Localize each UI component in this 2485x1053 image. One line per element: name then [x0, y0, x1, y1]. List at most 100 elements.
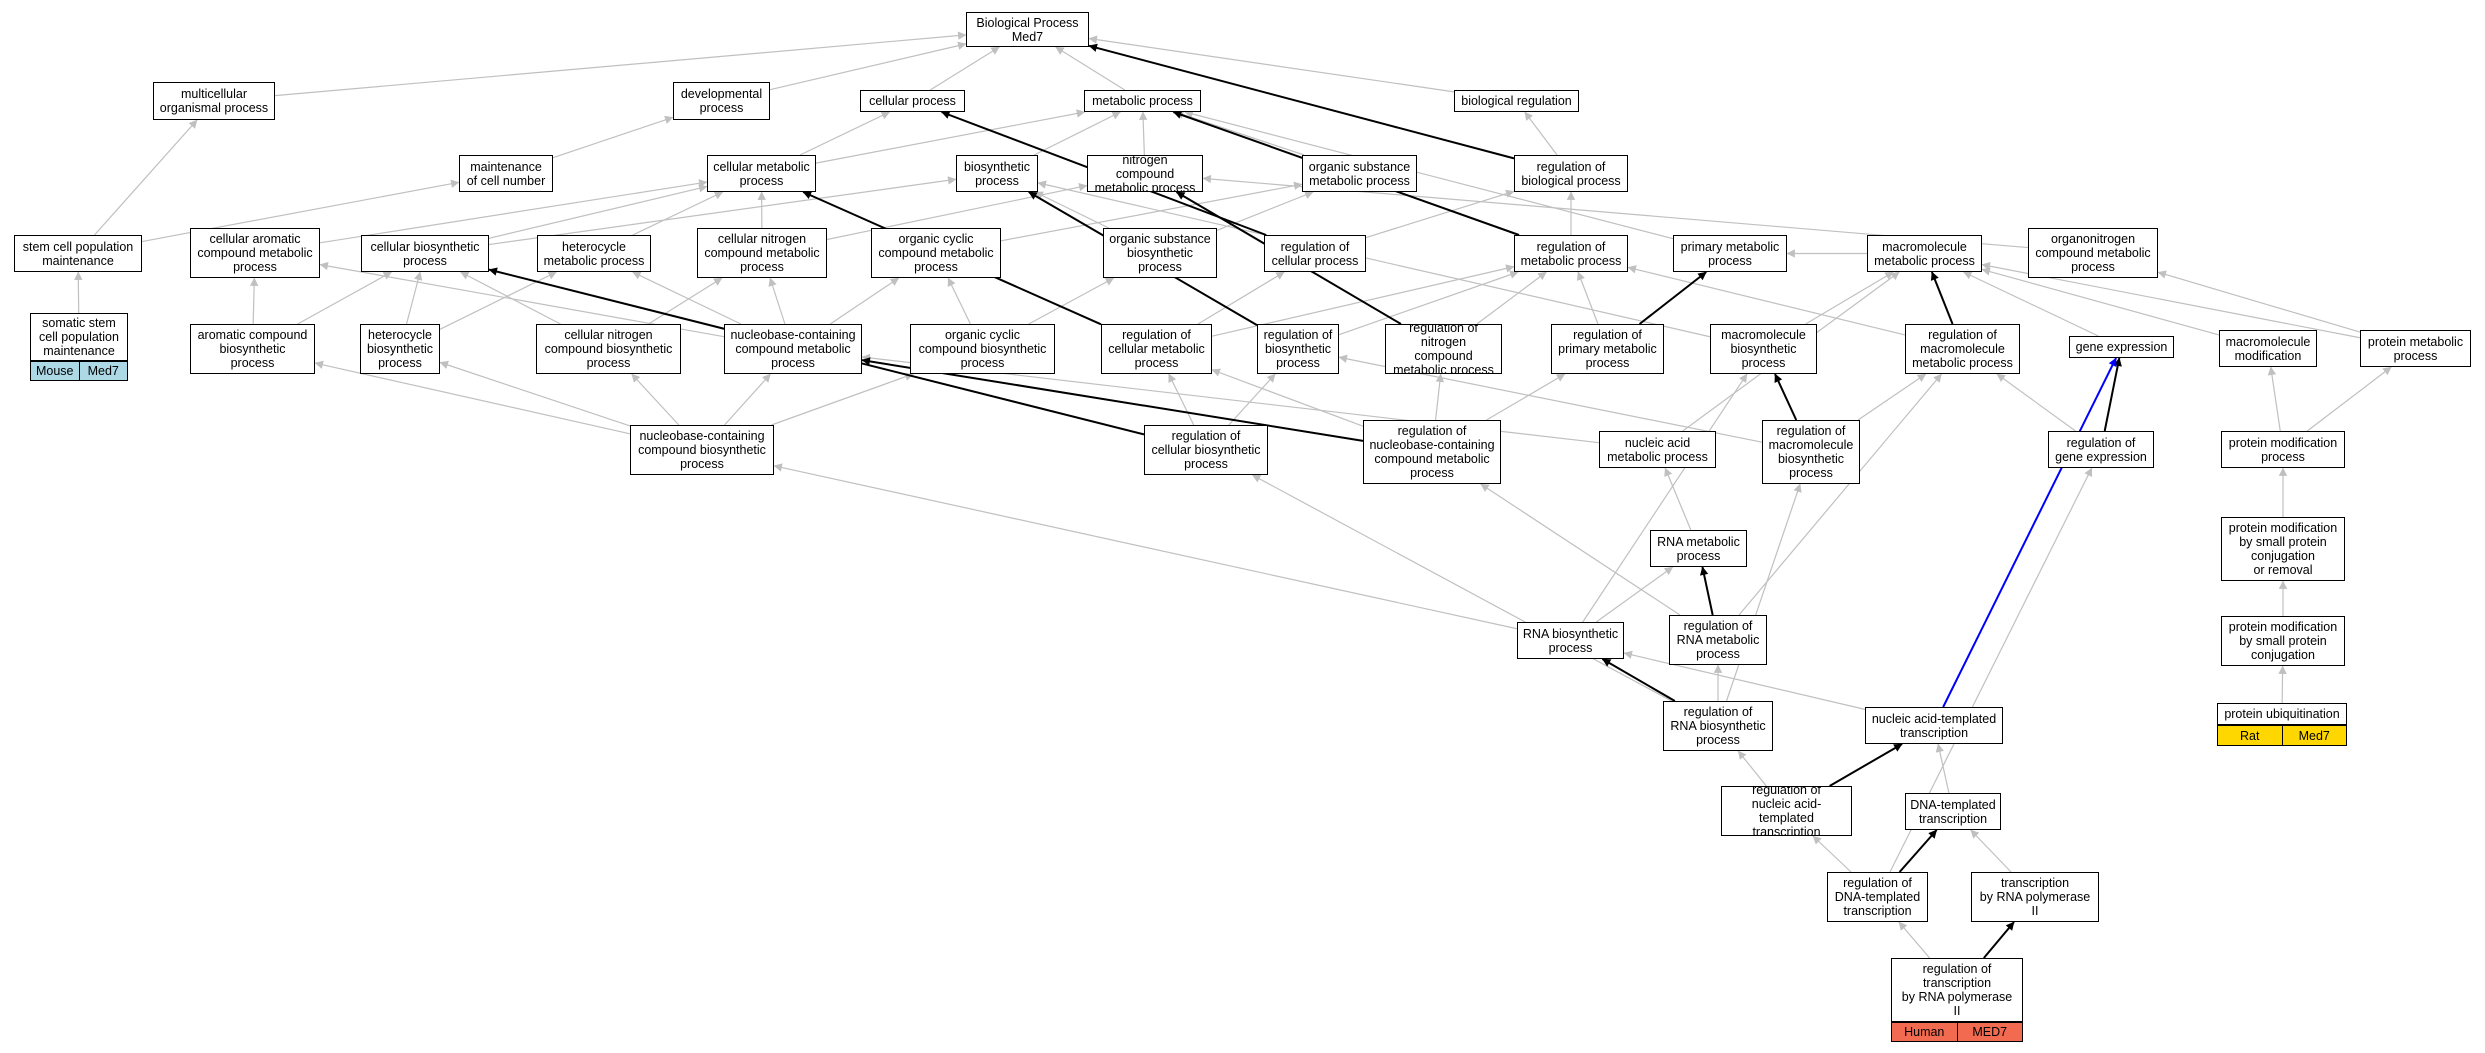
node-maintenance-cell-number[interactable]: maintenance of cell number	[459, 155, 553, 192]
node-heterocycle-bio[interactable]: heterocycle biosynthetic process	[360, 324, 440, 374]
edge-stem-cell-to-multicellular	[94, 119, 198, 236]
node-protein-mod-small-removal[interactable]: protein modification by small protein co…	[2221, 517, 2345, 581]
edge-reg-rna-bio-to-reg-macromolecule-bio	[1725, 483, 1802, 702]
node-organic-substance[interactable]: organic substance metabolic process	[1302, 155, 1417, 192]
node-cellular-biosynthetic[interactable]: cellular biosynthetic process	[361, 235, 489, 272]
node-reg-metabolic[interactable]: regulation of metabolic process	[1514, 235, 1628, 272]
node-macromolecule-mod[interactable]: macromolecule modification	[2219, 330, 2317, 367]
edge-nucleobase-metabolic-to-heterocycle-metabolic	[632, 271, 742, 325]
edge-reg-rna-bio-to-rna-bio	[1601, 658, 1676, 702]
node-reg-cellular-metabolic[interactable]: regulation of cellular metabolic process	[1101, 324, 1212, 374]
edge-cellular-metabolic-to-cellular-process	[799, 111, 891, 156]
node-nitrogen-compound[interactable]: nitrogen compound metabolic process	[1087, 155, 1203, 192]
edge-nucleobase-metabolic-to-cellular-nitrogen	[768, 277, 786, 325]
node-reg-gene-expression[interactable]: regulation of gene expression	[2048, 431, 2154, 468]
node-nucleic-transcription[interactable]: nucleic acid-templated transcription	[1865, 707, 2003, 744]
node-dna-transcription[interactable]: DNA-templated transcription	[1905, 793, 2001, 830]
species-organism-mouse: Mouse	[35, 364, 74, 378]
node-protein-ubiquitination[interactable]: protein ubiquitination	[2217, 703, 2347, 725]
species-organism-human: Human	[1904, 1025, 1945, 1039]
edge-reg-rna-metabolic-to-reg-macromolecule-metabolic	[1738, 373, 1942, 616]
node-reg-nucleic-transcription[interactable]: regulation of nucleic acid-templated tra…	[1721, 786, 1852, 836]
node-reg-biological[interactable]: regulation of biological process	[1514, 155, 1628, 192]
node-cellular-metabolic[interactable]: cellular metabolic process	[707, 155, 816, 192]
node-cellular-nitrogen-bio[interactable]: cellular nitrogen compound biosynthetic …	[536, 324, 681, 374]
node-metabolic-process[interactable]: metabolic process	[1084, 90, 1201, 112]
node-nucleic-acid-metabolic[interactable]: nucleic acid metabolic process	[1599, 431, 1716, 468]
edge-multicellular-to-root	[274, 31, 967, 97]
node-reg-rna-bio[interactable]: regulation of RNA biosynthetic process	[1663, 701, 1773, 751]
edge-cellular-metabolic-to-metabolic-process	[815, 109, 1086, 164]
edge-heterocycle-bio-to-cellular-biosynthetic	[405, 271, 423, 325]
node-organic-cyclic-bio[interactable]: organic cyclic compound biosynthetic pro…	[910, 324, 1055, 374]
node-primary-metabolic[interactable]: primary metabolic process	[1673, 235, 1787, 272]
edge-cellular-aromatic-to-cellular-metabolic	[319, 179, 708, 244]
node-heterocycle-metabolic[interactable]: heterocycle metabolic process	[537, 235, 651, 272]
node-reg-macromolecule-bio[interactable]: regulation of macromolecule biosynthetic…	[1762, 420, 1860, 484]
node-reg-nucleobase[interactable]: regulation of nucleobase-containing comp…	[1363, 420, 1501, 484]
node-multicellular[interactable]: multicellular organismal process	[153, 82, 275, 120]
node-organonitrogen[interactable]: organonitrogen compound metabolic proces…	[2028, 228, 2158, 278]
node-rna-bio[interactable]: RNA biosynthetic process	[1517, 622, 1624, 659]
node-reg-transcription-pol2[interactable]: regulation of transcription by RNA polym…	[1891, 958, 2023, 1022]
node-protein-mod-small[interactable]: protein modification by small protein co…	[2221, 616, 2345, 666]
node-reg-primary[interactable]: regulation of primary metabolic process	[1551, 324, 1664, 374]
node-reg-nitrogen[interactable]: regulation of nitrogen compound metaboli…	[1385, 324, 1502, 374]
node-transcription-pol2[interactable]: transcription by RNA polymerase II	[1971, 872, 2099, 922]
node-reg-macromolecule-metabolic[interactable]: regulation of macromolecule metabolic pr…	[1905, 324, 2020, 374]
edge-nucleobase-bio-to-cellular-nitrogen-bio	[631, 373, 680, 426]
edge-developmental-to-root	[769, 41, 967, 91]
node-reg-rna-metabolic[interactable]: regulation of RNA metabolic process	[1669, 615, 1767, 665]
node-protein-mod[interactable]: protein modification process	[2221, 431, 2345, 468]
species-gene-rat: Med7	[2281, 726, 2347, 745]
edge-nucleic-transcription-to-rna-bio	[1623, 650, 1866, 710]
node-stem-cell[interactable]: stem cell population maintenance	[14, 235, 142, 272]
edge-reg-dna-transcription-to-dna-transcription	[1898, 829, 1938, 873]
edge-reg-nucleobase-to-reg-primary	[1486, 373, 1566, 421]
edge-macromolecule-bio-to-biosynthetic	[1037, 180, 1711, 338]
edge-gene-expression-to-macromolecule-metabolic	[1963, 271, 2099, 337]
edge-transcription-pol2-to-dna-transcription	[1970, 829, 2012, 873]
edge-nucleobase-metabolic-to-organic-cyclic	[829, 277, 900, 325]
node-protein-metabolic[interactable]: protein metabolic process	[2360, 330, 2471, 367]
node-gene-expression[interactable]: gene expression	[2069, 336, 2174, 358]
node-reg-cellular-bio[interactable]: regulation of cellular biosynthetic proc…	[1144, 425, 1268, 475]
node-rna-metabolic[interactable]: RNA metabolic process	[1650, 530, 1747, 567]
node-reg-biosynthetic[interactable]: regulation of biosynthetic process	[1257, 324, 1339, 374]
species-organism-rat: Rat	[2240, 728, 2260, 743]
node-somatic[interactable]: somatic stem cell population maintenance	[30, 313, 128, 361]
edge-cellular-nitrogen-bio-to-cellular-nitrogen	[648, 277, 723, 325]
edge-protein-metabolic-to-organonitrogen	[2157, 270, 2361, 333]
node-developmental[interactable]: developmental process	[673, 82, 770, 120]
edge-nucleobase-bio-to-nucleobase-metabolic	[724, 373, 771, 426]
edge-nucleobase-bio-to-organic-cyclic-bio	[771, 372, 914, 426]
node-cellular-process[interactable]: cellular process	[860, 90, 965, 112]
node-nucleobase-metabolic[interactable]: nucleobase-containing compound metabolic…	[724, 324, 862, 374]
edge-reg-transcription-pol2-to-transcription-pol2	[1983, 921, 2015, 959]
node-reg-cellular[interactable]: regulation of cellular process	[1264, 235, 1366, 272]
edge-reg-macromolecule-bio-to-reg-macromolecule-metabolic	[1857, 373, 1927, 421]
edge-protein-mod-to-macromolecule-mod	[2267, 366, 2281, 432]
edge-organic-cyclic-bio-to-organic-substance-bio	[1028, 277, 1115, 325]
edge-reg-nucleic-transcription-to-reg-rna-bio	[1737, 750, 1767, 787]
node-cellular-nitrogen[interactable]: cellular nitrogen compound metabolic pro…	[697, 228, 827, 278]
edge-nucleobase-bio-to-aromatic-bio	[314, 360, 631, 435]
node-nucleobase-bio[interactable]: nucleobase-containing compound biosynthe…	[630, 425, 774, 475]
node-root[interactable]: Biological Process Med7	[966, 12, 1089, 47]
node-reg-dna-transcription[interactable]: regulation of DNA-templated transcriptio…	[1827, 872, 1928, 922]
node-aromatic-bio[interactable]: aromatic compound biosynthetic process	[190, 324, 315, 374]
species-gene-mouse: Med7	[78, 362, 128, 380]
node-biosynthetic[interactable]: biosynthetic process	[956, 155, 1038, 192]
node-organic-cyclic[interactable]: organic cyclic compound metabolic proces…	[871, 228, 1001, 278]
node-macromolecule-metabolic[interactable]: macromolecule metabolic process	[1867, 235, 1982, 272]
edge-macromolecule-mod-to-macromolecule-metabolic	[1981, 267, 2220, 336]
species-row-rat: Rat Med7	[2217, 725, 2347, 746]
edge-reg-nucleic-transcription-to-nucleic-transcription	[1829, 743, 1903, 787]
node-cellular-aromatic[interactable]: cellular aromatic compound metabolic pro…	[190, 228, 320, 278]
node-biological-regulation[interactable]: biological regulation	[1454, 90, 1579, 112]
edge-reg-rna-bio-to-reg-cellular-bio	[1251, 474, 1672, 702]
node-organic-substance-bio[interactable]: organic substance biosynthetic process	[1103, 228, 1217, 278]
node-macromolecule-bio[interactable]: macromolecule biosynthetic process	[1710, 324, 1817, 374]
edge-rna-bio-to-rna-metabolic	[1595, 566, 1674, 623]
